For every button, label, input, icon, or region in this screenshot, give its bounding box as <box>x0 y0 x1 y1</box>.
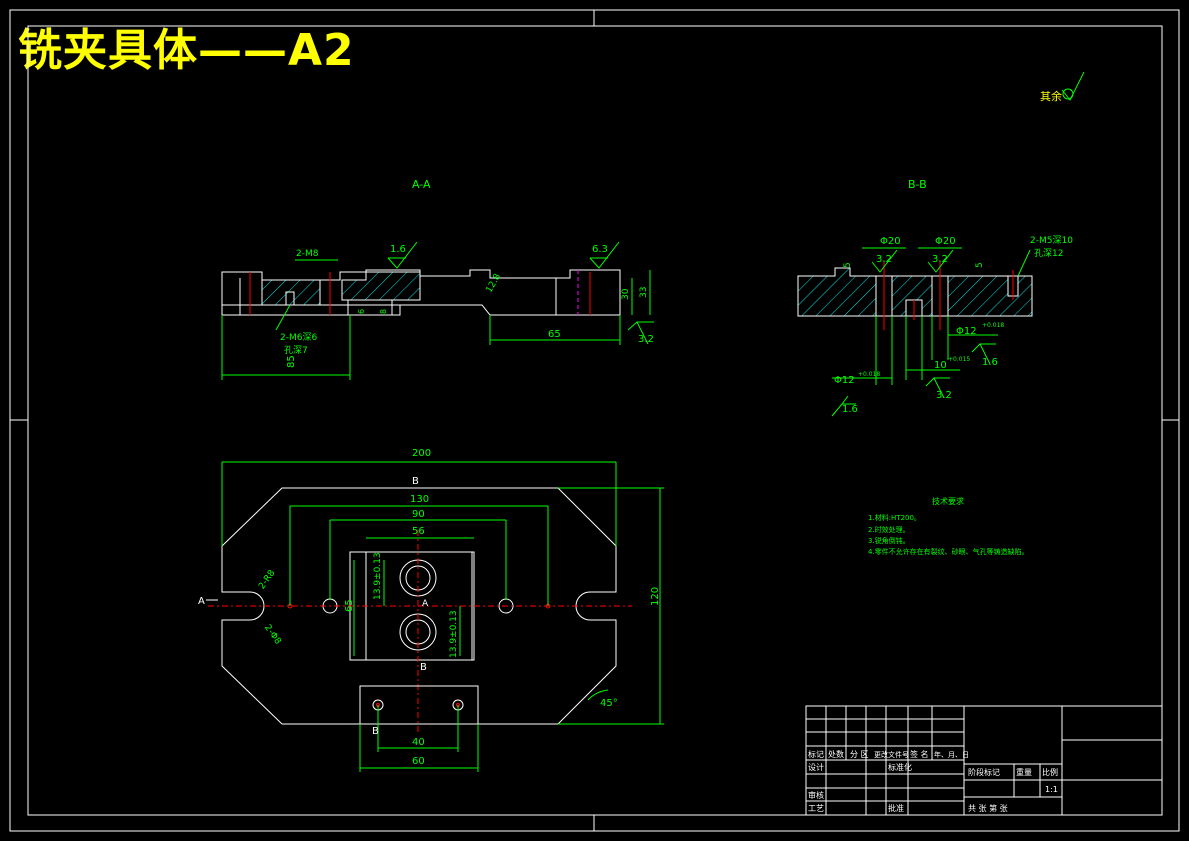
tb-scale-value: 1:1 <box>1045 785 1058 794</box>
bb-phi12-left-tol: +0.018 <box>858 371 880 378</box>
bb-phi12-right-tol: +0.018 <box>982 322 1004 329</box>
bb-thread-2: 孔深12 <box>1034 248 1063 259</box>
bb-phi20-a: Φ20 <box>880 236 901 247</box>
drawing-title: 铣夹具体——A2 <box>18 25 355 76</box>
plan-w90: 90 <box>412 509 425 520</box>
rest-roughness-label: 其余 <box>1040 89 1062 103</box>
aa-rough-2: 6.3 <box>592 244 608 255</box>
bb-rough-c: 1.6 <box>982 357 998 368</box>
plan-mark-a-left: A <box>198 596 205 607</box>
roughness-note: 其余 <box>1040 71 1085 103</box>
sheet-frame <box>9 9 1180 832</box>
aa-thread-top: 2-M8 <box>296 249 319 259</box>
technical-requirements: 技术要求 1.材料:HT200。 2.时效处理。 3.锐角倒钝。 4.零件不允许… <box>868 496 1029 556</box>
bb-phi12-left: Φ12 <box>834 375 855 386</box>
bb-rough-d: 3.2 <box>936 390 952 401</box>
section-bb: B-B Φ20 Φ20 3.2 3.2 5 5 2-M5深10 孔深12 Φ12… <box>797 178 1073 417</box>
plan-h120: 120 <box>650 587 661 606</box>
bb-phi12-right: Φ12 <box>956 326 977 337</box>
tb-sheets: 共 张 第 张 <box>968 803 1008 813</box>
tb-standardize: 标准化 <box>888 762 912 772</box>
plan-w60: 60 <box>412 756 425 767</box>
bb-rough-b: 3.2 <box>932 254 948 265</box>
aa-w65: 65 <box>548 329 561 340</box>
aa-d8: 8 <box>379 309 388 314</box>
section-aa: A-A 2-M8 1.6 6.3 12.8 30 33 6 8 65 <box>221 178 654 380</box>
plan-h65: 65 <box>344 599 355 612</box>
plan-mark-b-mid: B <box>420 662 427 673</box>
aa-d6: 6 <box>357 309 366 314</box>
section-aa-label: A-A <box>412 178 431 191</box>
bb-phi10: 10 <box>934 360 947 371</box>
bb-rough-a: 3.2 <box>876 254 892 265</box>
tb-review: 审核 <box>808 790 824 800</box>
bb-phi20-b: Φ20 <box>935 236 956 247</box>
tb-label-count: 处数 <box>828 749 844 759</box>
aa-rough-1: 1.6 <box>390 244 406 255</box>
title-block: 标记 处数 分 区 更改文件号 签 名 年、月、日 设计 标准化 阶段标记 重量… <box>805 705 1163 816</box>
plan-r2b: 2-Φ8 <box>262 623 283 647</box>
plan-w130: 130 <box>410 494 429 505</box>
notes-item-1: 1.材料:HT200。 <box>868 513 921 522</box>
aa-thread-bottom-1: 2-M6深6 <box>280 332 317 343</box>
bb-rough-e: 1.6 <box>842 404 858 415</box>
section-bb-label: B-B <box>908 178 927 191</box>
plan-mark-b-bottom: B <box>372 726 379 737</box>
notes-heading: 技术要求 <box>932 496 964 506</box>
tb-approve: 批准 <box>888 803 904 813</box>
plan-angle: 45° <box>600 698 618 709</box>
plan-mark-a-center: A <box>422 599 429 609</box>
aa-h33: 33 <box>639 287 649 298</box>
tb-process: 工艺 <box>808 804 824 813</box>
plan-tol-a: 13.9±0.13 <box>373 552 383 600</box>
plan-mark-b-top: B <box>412 476 419 487</box>
aa-h30: 30 <box>621 288 631 300</box>
bb-thread-1: 2-M5深10 <box>1030 235 1073 246</box>
tb-design: 设计 <box>808 762 824 772</box>
tb-label-sign: 签 名 <box>910 749 929 759</box>
tb-stage-marks: 阶段标记 <box>968 767 1000 777</box>
plan-w56: 56 <box>412 526 425 537</box>
notes-item-2: 2.时效处理。 <box>868 525 910 534</box>
tb-label-mark: 标记 <box>808 749 824 759</box>
plan-tol-b: 13.9±0.13 <box>449 610 459 658</box>
aa-chamfer: 12.8 <box>484 272 503 295</box>
tb-label-date: 年、月、日 <box>934 750 969 759</box>
notes-item-3: 3.锐角倒钝。 <box>868 536 910 545</box>
plan-w200: 200 <box>412 448 431 459</box>
aa-rough-3: 3.2 <box>638 334 654 345</box>
bb-five-a: 5 <box>843 262 853 268</box>
aa-w85: 85 <box>286 355 297 368</box>
tb-weight: 重量 <box>1016 767 1032 777</box>
tb-label-doc: 更改文件号 <box>874 750 909 759</box>
plan-w40: 40 <box>412 737 425 748</box>
bb-five-b: 5 <box>975 262 985 268</box>
notes-item-4: 4.零件不允许存在有裂纹、砂眼、气孔等铸造缺陷。 <box>868 547 1029 556</box>
plan-view: 200 130 90 56 65 120 13.9±0.13 13.9±0.13… <box>198 448 664 772</box>
bb-phi10-tol: +0.015 <box>948 356 970 363</box>
tb-scale: 比例 <box>1042 767 1058 777</box>
aa-thread-bottom-2: 孔深7 <box>284 345 308 356</box>
tb-label-zone: 分 区 <box>850 750 869 759</box>
plan-r2a: 2-R8 <box>257 568 277 591</box>
